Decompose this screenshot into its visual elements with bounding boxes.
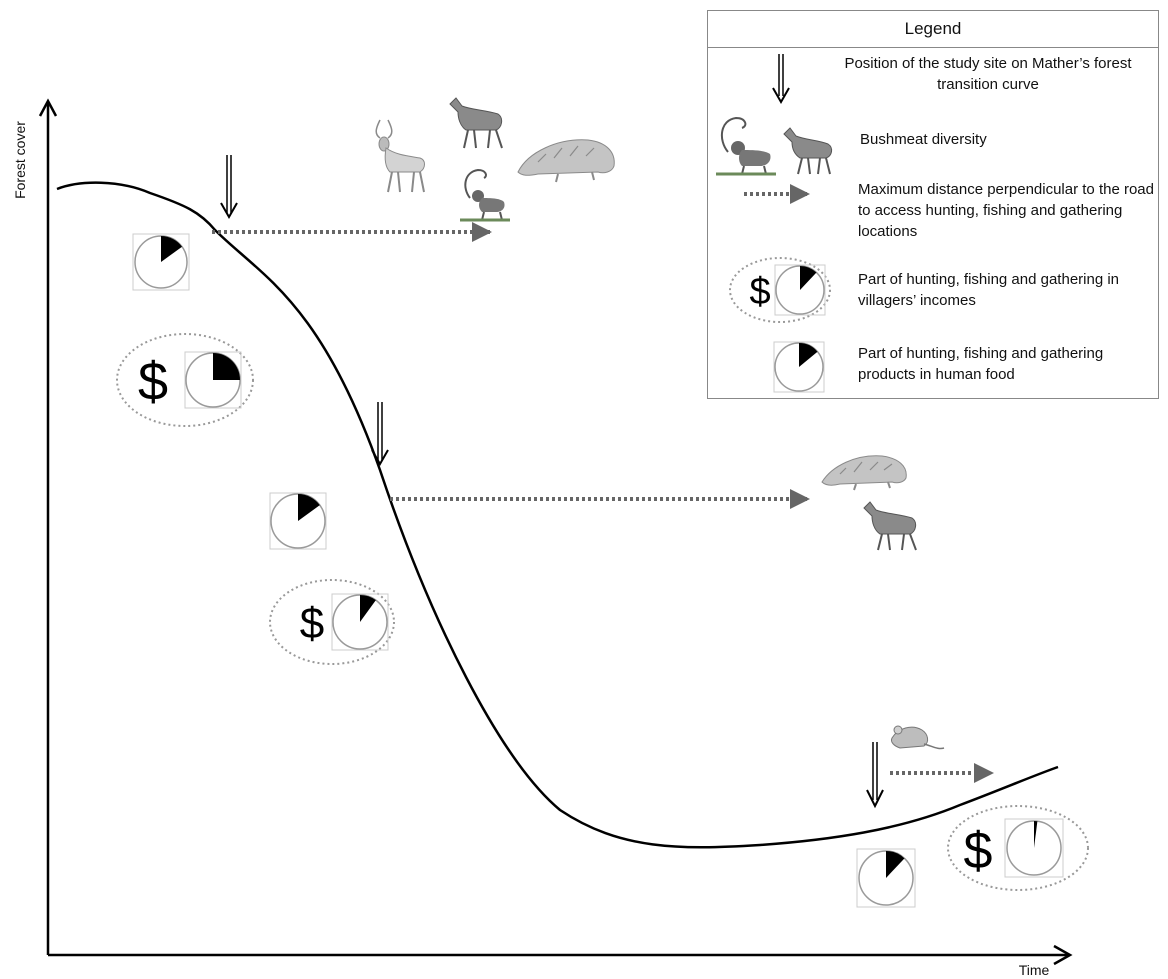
legend-title: Legend [708, 11, 1158, 48]
pangolin-icon [821, 455, 907, 491]
income-share-group: $ [947, 805, 1089, 891]
dollar-icon: $ [964, 822, 993, 880]
duiker-icon [449, 97, 503, 149]
legend-item-distance: Maximum distance perpendicular to the ro… [858, 181, 1154, 240]
food-pie-slice [886, 851, 905, 878]
legend-item-food: Part of hunting, fishing and gathering p… [858, 345, 1104, 383]
food-pie-slice [161, 236, 183, 262]
axes: Forest cover Time [12, 98, 1073, 978]
monkey-and-duiker-icon [716, 116, 833, 176]
monkey-icon [460, 168, 510, 222]
duiker-icon [863, 501, 917, 551]
pangolin-icon [517, 139, 615, 183]
dollar-icon: $ [138, 352, 168, 412]
down-arrow-icon [371, 402, 389, 467]
income-pie-slice [1034, 821, 1038, 848]
pie-icon [773, 341, 825, 393]
x-axis-arrowhead [1053, 944, 1073, 966]
y-axis-arrowhead [38, 98, 58, 117]
down-arrow-icon [220, 155, 238, 220]
food-share-pie [269, 492, 327, 550]
y-axis-label: Forest cover [12, 121, 28, 199]
forest-transition-curve [56, 181, 1059, 849]
down-arrow-icon [866, 742, 884, 809]
legend: Legend [707, 10, 1159, 399]
down-arrow-icon [772, 54, 790, 105]
site-3: $ [856, 725, 1089, 908]
income-share-group: $ [269, 579, 395, 665]
legend-item-bushmeat: Bushmeat diversity [860, 131, 987, 148]
food-pie-slice [298, 494, 320, 521]
income-share-group: $ [116, 333, 254, 427]
rat-icon [891, 725, 945, 750]
greater-kudu-icon [375, 119, 425, 193]
x-axis-label: Time [1019, 962, 1050, 978]
food-share-pie [132, 233, 190, 291]
site-2: $ [269, 402, 917, 665]
food-share-pie [856, 848, 916, 908]
dollar-pie-icon: $ [729, 257, 831, 323]
legend-item-income: Part of hunting, fishing and gathering i… [858, 271, 1120, 309]
income-pie-slice [213, 353, 240, 380]
income-pie-slice [360, 595, 376, 622]
dollar-icon: $ [749, 271, 770, 313]
legend-item-study-site: Position of the study site on Mather’s f… [844, 55, 1132, 93]
dollar-icon: $ [300, 599, 324, 648]
site-1: $ [116, 97, 615, 427]
